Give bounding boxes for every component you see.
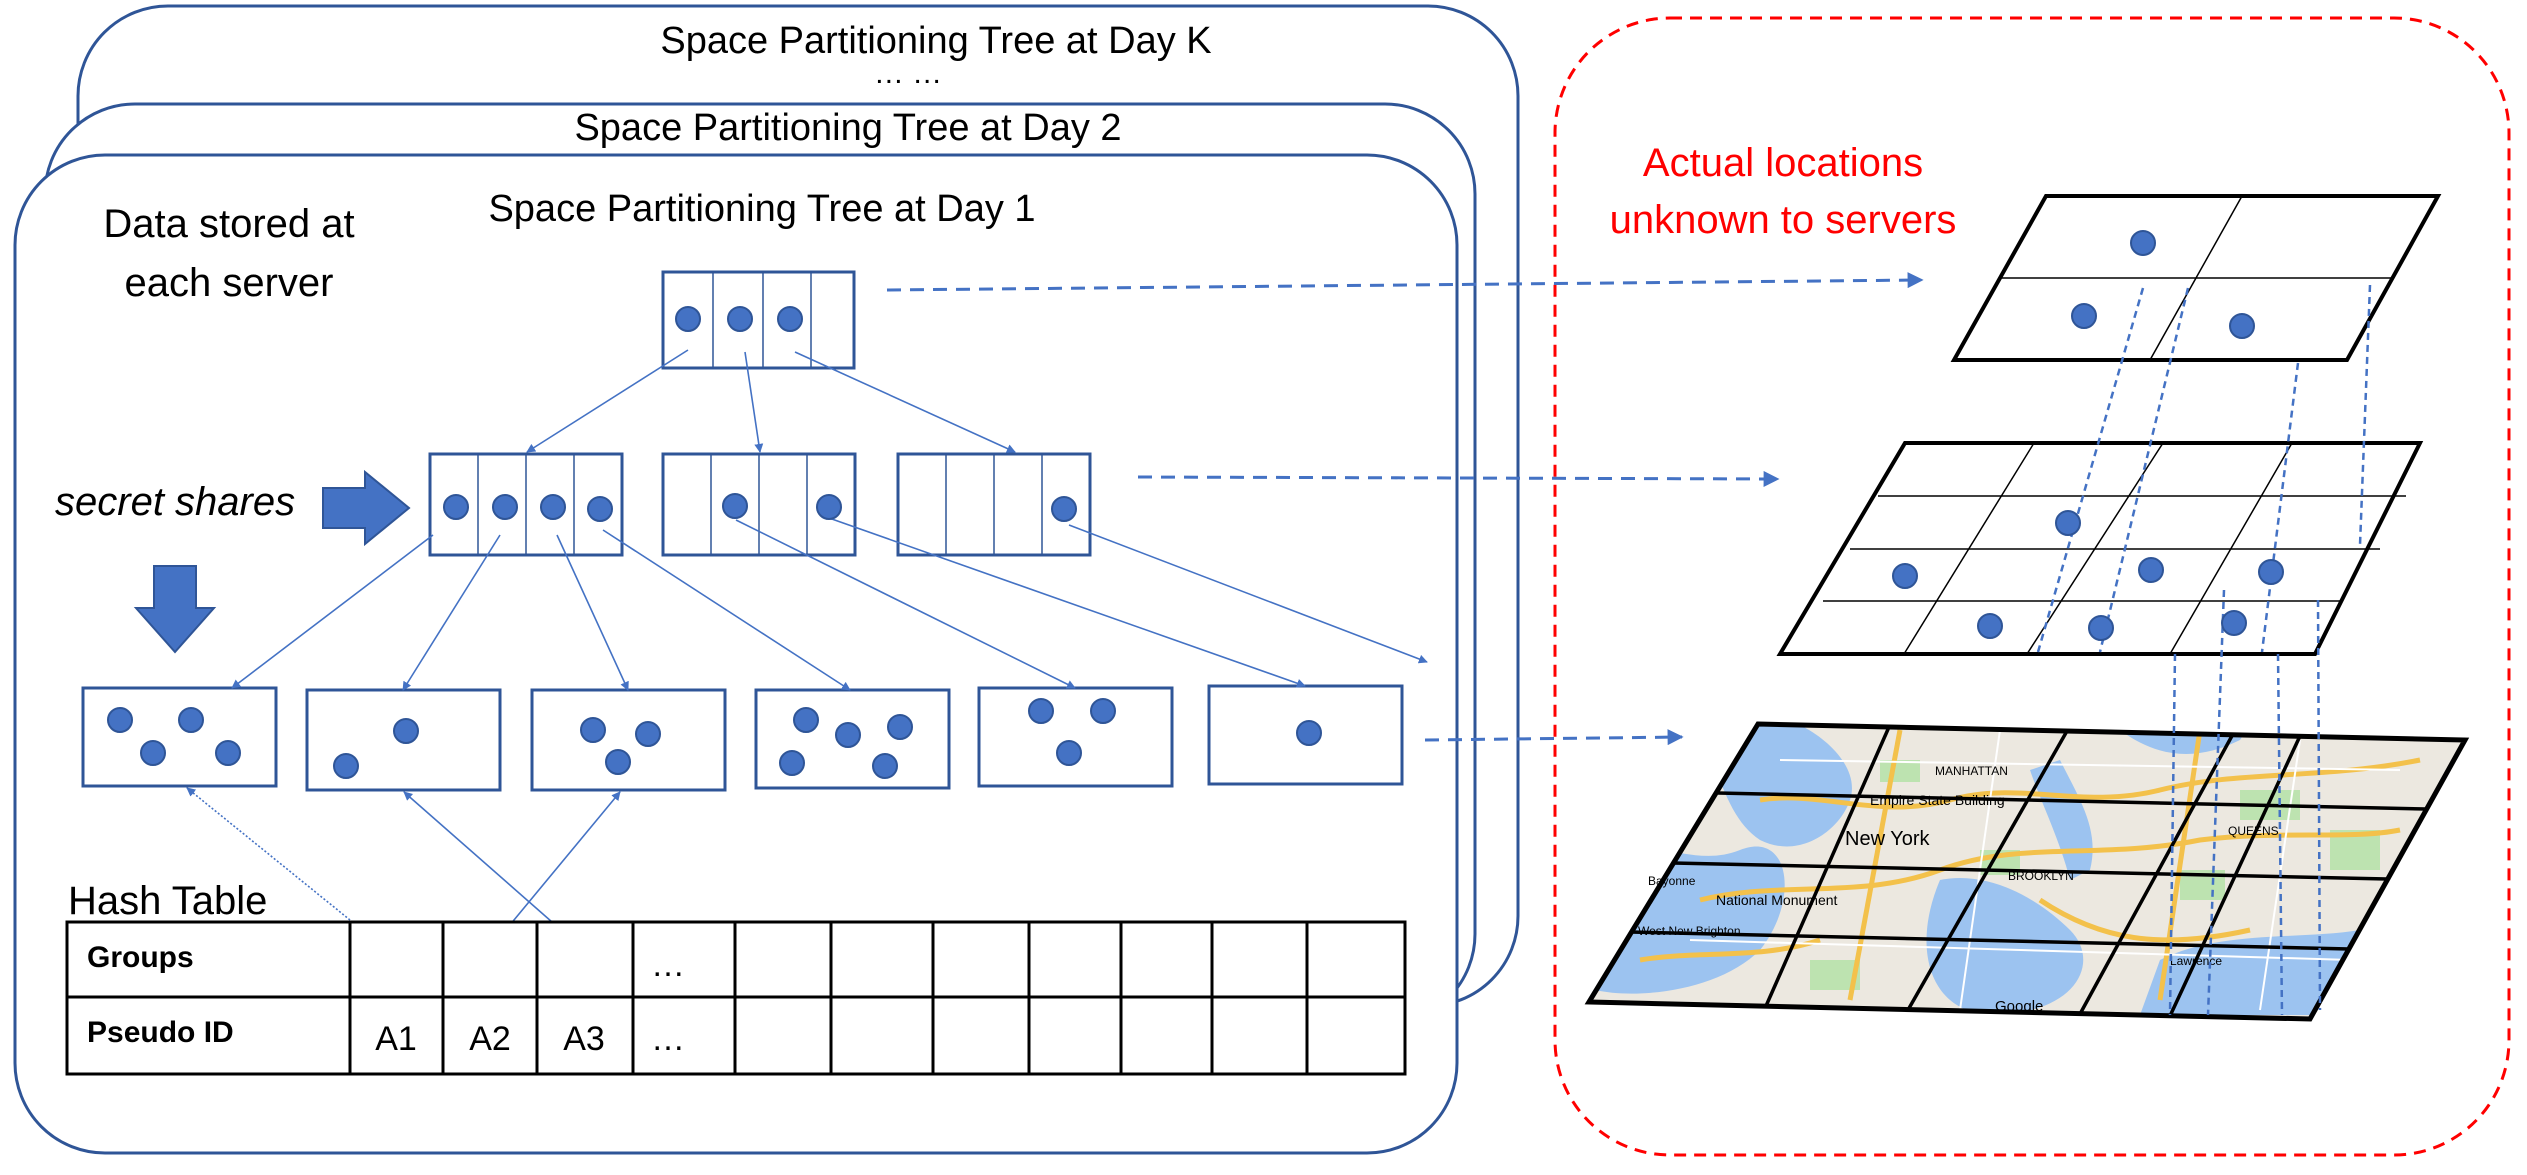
- leaf-node-3: [530, 688, 727, 792]
- actual-locations-label-line1: Actual locations: [1643, 141, 1923, 185]
- hash-pseudo-cell-2: A2: [469, 1020, 511, 1058]
- tree-dots: [107, 306, 1322, 779]
- right-block-arrow-icon: [322, 469, 411, 547]
- leaf-node-1: [81, 686, 278, 788]
- ellipsis-days: … …: [874, 57, 942, 90]
- map-label-3: New York: [1845, 828, 1930, 850]
- map-label-5: BROOKLYN: [2008, 869, 2074, 883]
- hash-row-label-groups: Groups: [87, 941, 194, 974]
- map-label-6: National Monument: [1716, 892, 1838, 908]
- hash-pseudo-cell-4: …: [651, 1020, 685, 1058]
- grid-layer-middle: [1776, 441, 2424, 656]
- title-day-1: Space Partitioning Tree at Day 1: [488, 188, 1035, 230]
- frame-day-1: [13, 153, 1459, 1155]
- down-block-arrow-icon: [133, 565, 217, 654]
- actual-locations-region: [1553, 16, 2511, 1157]
- hash-row-label-pseudo-id: Pseudo ID: [87, 1016, 234, 1049]
- actual-locations-label-line2: unknown to servers: [1610, 198, 1957, 242]
- title-day-2: Space Partitioning Tree at Day 2: [574, 107, 1121, 149]
- map-label-4: QUEENS: [2228, 824, 2279, 838]
- map-label-9: Bayonne: [1648, 874, 1696, 888]
- server-data-label-line2: each server: [125, 261, 334, 305]
- level-mapping-arrows: [886, 272, 1924, 746]
- map-label-8: West New Brighton: [1638, 924, 1741, 938]
- secret-shares-label: secret shares: [55, 480, 295, 524]
- grid-layer-top: [1950, 194, 2442, 362]
- layer-dots: [1892, 230, 2284, 641]
- hash-pseudo-cell-3: A3: [563, 1020, 605, 1058]
- title-day-k: Space Partitioning Tree at Day K: [660, 20, 1211, 62]
- map-label-7: Google: [1995, 998, 2043, 1015]
- leaf-node-5: [977, 686, 1174, 788]
- hash-pseudo-cell-1: A1: [375, 1020, 417, 1058]
- map-label-2: Empire State Building: [1870, 792, 2005, 808]
- projection-lines: [2036, 284, 2372, 1016]
- hash-table: [65, 920, 1407, 1076]
- server-data-label-line1: Data stored at: [103, 202, 354, 246]
- tree-edges: [186, 349, 1428, 959]
- hash-groups-cell-4: …: [651, 946, 685, 984]
- hash-table-title: Hash Table: [68, 879, 267, 923]
- map-label-1: MANHATTAN: [1935, 764, 2008, 778]
- map-label-10: Lawrence: [2170, 954, 2222, 968]
